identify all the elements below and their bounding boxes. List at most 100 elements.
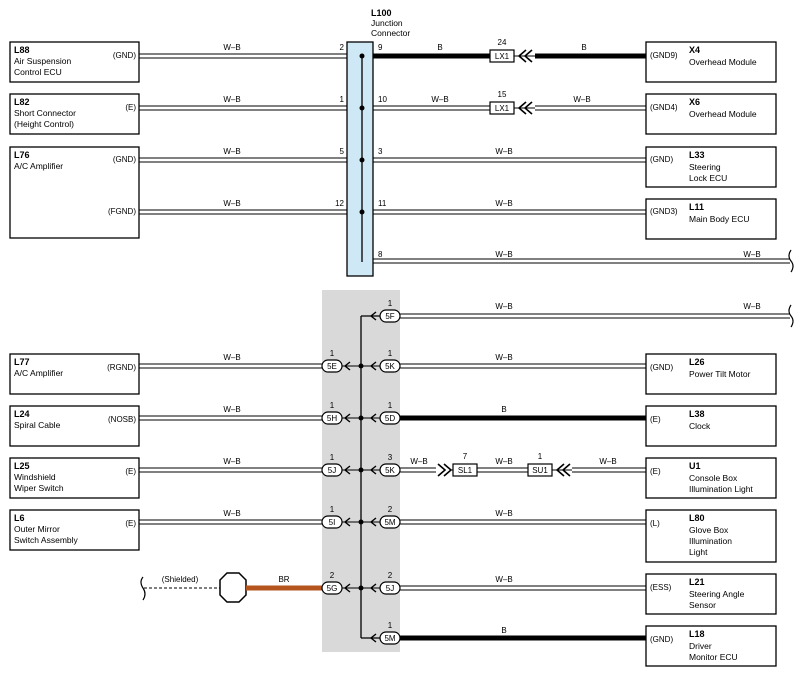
- connector-id: 5M: [384, 634, 395, 643]
- pin-number: 1: [330, 401, 335, 410]
- pin-number: 11: [378, 199, 387, 208]
- left-component-l88: L88 Air Suspension Control ECU (GND): [9, 41, 140, 83]
- component-code: L76: [14, 150, 30, 160]
- component-code: X4: [689, 45, 700, 55]
- component-code: L24: [14, 409, 30, 419]
- junction-code: L100: [371, 8, 392, 18]
- terminal-label: (NOSB): [108, 415, 136, 424]
- component-name-line: Console Box: [689, 473, 738, 483]
- wire-color-label: W–B: [743, 250, 760, 259]
- terminal-label: (GND): [113, 51, 136, 60]
- right-component-x4: (GND9) X4 Overhead Module: [645, 41, 777, 83]
- terminal-label: (GND): [650, 635, 673, 644]
- lower-right-wires: [400, 313, 790, 641]
- wire-color-label: BR: [278, 575, 289, 584]
- shielded-label: (Shielded): [162, 575, 199, 584]
- terminal-label: (FGND): [108, 207, 136, 216]
- wire-continuation-mark: [140, 576, 146, 601]
- wire-color-label: W–B: [223, 405, 240, 414]
- connector-id: 5J: [328, 466, 336, 475]
- component-name-line: Wiper Switch: [14, 483, 64, 493]
- component-code: L11: [689, 202, 704, 212]
- component-name-line: Spiral Cable: [14, 420, 61, 430]
- inline-connector-sl1: SL1 7: [437, 452, 478, 477]
- terminal-label: (ESS): [650, 583, 672, 592]
- lower-splice-dots: [358, 363, 364, 591]
- wire-color-label: W–B: [495, 147, 512, 156]
- wire-color-label: B: [581, 43, 586, 52]
- right-component-l33: (GND) L33 Steering Lock ECU: [645, 146, 777, 188]
- wire-color-label: W–B: [431, 95, 448, 104]
- pill-connector-5k-b: 5K 3: [369, 453, 401, 477]
- wire-color-label: W–B: [495, 457, 512, 466]
- wire-continuation-mark: [788, 304, 794, 328]
- pin-number: 12: [335, 199, 344, 208]
- pill-connector-5d: 5D 1: [369, 401, 401, 425]
- component-code: L21: [689, 577, 705, 587]
- right-component-u1: (E) U1 Console Box Illumination Light: [645, 457, 777, 499]
- component-name-line: Short Connector: [14, 108, 76, 118]
- connector-label: SL1: [458, 466, 473, 475]
- connector-id: 5I: [329, 518, 336, 527]
- component-name-line: Illumination: [689, 536, 732, 546]
- terminal-label: (GND): [650, 363, 673, 372]
- pin-number: 15: [498, 90, 507, 99]
- connector-label: SU1: [532, 466, 548, 475]
- component-name-line: (Height Control): [14, 119, 74, 129]
- connector-id: 5F: [385, 312, 394, 321]
- pin-number: 2: [388, 571, 393, 580]
- right-component-l80: (L) L80 Glove Box Illumination Light: [645, 509, 777, 563]
- junction-name-line: Junction: [371, 18, 403, 28]
- pin-number: 3: [388, 453, 393, 462]
- right-component-l21: (ESS) L21 Steering Angle Sensor: [645, 573, 777, 615]
- wire-color-label: W–B: [223, 199, 240, 208]
- wire-color-label: W–B: [743, 302, 760, 311]
- terminal-label: (GND3): [650, 207, 678, 216]
- wire-color-label: W–B: [495, 509, 512, 518]
- right-component-l26: (GND) L26 Power Tilt Motor: [645, 353, 777, 395]
- left-component-l25: L25 Windshield Wiper Switch (E): [9, 457, 140, 499]
- left-component-l6: L6 Outer Mirror Switch Assembly (E): [9, 509, 140, 551]
- wire-color-label: W–B: [495, 353, 512, 362]
- component-name-line: Light: [689, 547, 708, 557]
- terminal-label: (E): [650, 415, 661, 424]
- wire-color-label: W–B: [223, 509, 240, 518]
- pin-number: 1: [388, 621, 393, 630]
- pin-number: 7: [463, 452, 468, 461]
- component-name-line: Switch Assembly: [14, 535, 79, 545]
- pin-number: 2: [388, 505, 393, 514]
- component-name-line: Driver: [689, 641, 712, 651]
- wire-color-label: W–B: [223, 353, 240, 362]
- left-component-l24: L24 Spiral Cable (NOSB): [9, 405, 140, 447]
- junction-name-line: Connector: [371, 28, 410, 38]
- lower-left-wires: [139, 363, 322, 525]
- wire-color-label: W–B: [410, 457, 427, 466]
- terminal-label: (RGND): [107, 363, 136, 372]
- pin-number: 5: [340, 147, 345, 156]
- terminal-label: (E): [125, 467, 136, 476]
- upper-left-wires: [139, 53, 362, 215]
- component-code: X6: [689, 97, 700, 107]
- pin-number: 1: [388, 299, 393, 308]
- pin-number: 2: [330, 571, 335, 580]
- pin-number: 1: [330, 505, 335, 514]
- pin-number: 1: [538, 452, 543, 461]
- component-name-line: Glove Box: [689, 525, 729, 535]
- component-name-line: Illumination Light: [689, 484, 753, 494]
- wire-color-label: W–B: [223, 147, 240, 156]
- component-name-line: Control ECU: [14, 67, 62, 77]
- pin-number: 10: [378, 95, 387, 104]
- connector-id: 5E: [327, 362, 337, 371]
- pin-number: 8: [378, 250, 383, 259]
- connector-label: LX1: [495, 104, 510, 113]
- left-component-l77: L77 A/C Amplifier (RGND): [9, 353, 140, 395]
- component-code: L80: [689, 513, 705, 523]
- wire-color-label: B: [501, 405, 506, 414]
- right-component-x6: (GND4) X6 Overhead Module: [645, 93, 777, 135]
- component-code: L77: [14, 357, 30, 367]
- pin-number: 1: [340, 95, 345, 104]
- junction-splice-dots: [359, 53, 365, 215]
- pill-connector-5j-right: 5J 2: [369, 571, 401, 595]
- component-name-line: Steering Angle: [689, 589, 745, 599]
- pin-number: 24: [498, 38, 507, 47]
